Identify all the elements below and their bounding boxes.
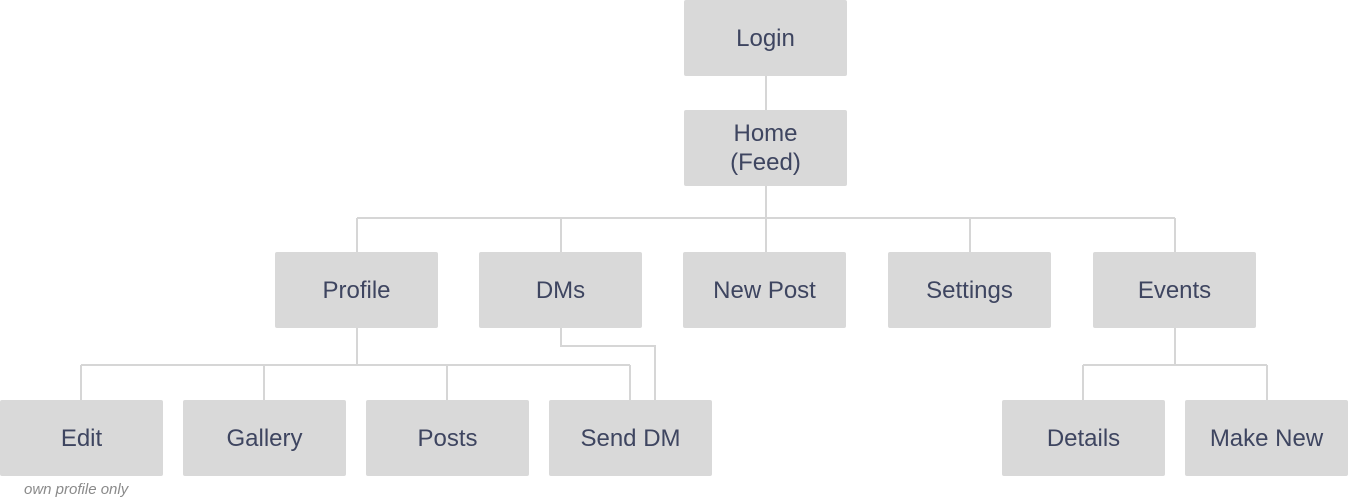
node-new-post: New Post <box>683 252 846 328</box>
node-send-dm: Send DM <box>549 400 712 476</box>
node-posts: Posts <box>366 400 529 476</box>
node-gallery: Gallery <box>183 400 346 476</box>
connector-dms-to-send-dm <box>560 328 656 400</box>
node-edit: Edit <box>0 400 163 476</box>
node-details: Details <box>1002 400 1165 476</box>
node-home: Home (Feed) <box>684 110 847 186</box>
node-make-new: Make New <box>1185 400 1348 476</box>
node-dms: DMs <box>479 252 642 328</box>
node-events: Events <box>1093 252 1256 328</box>
node-settings: Settings <box>888 252 1051 328</box>
edit-note: own profile only <box>24 481 129 498</box>
node-profile: Profile <box>275 252 438 328</box>
node-login: Login <box>684 0 847 76</box>
